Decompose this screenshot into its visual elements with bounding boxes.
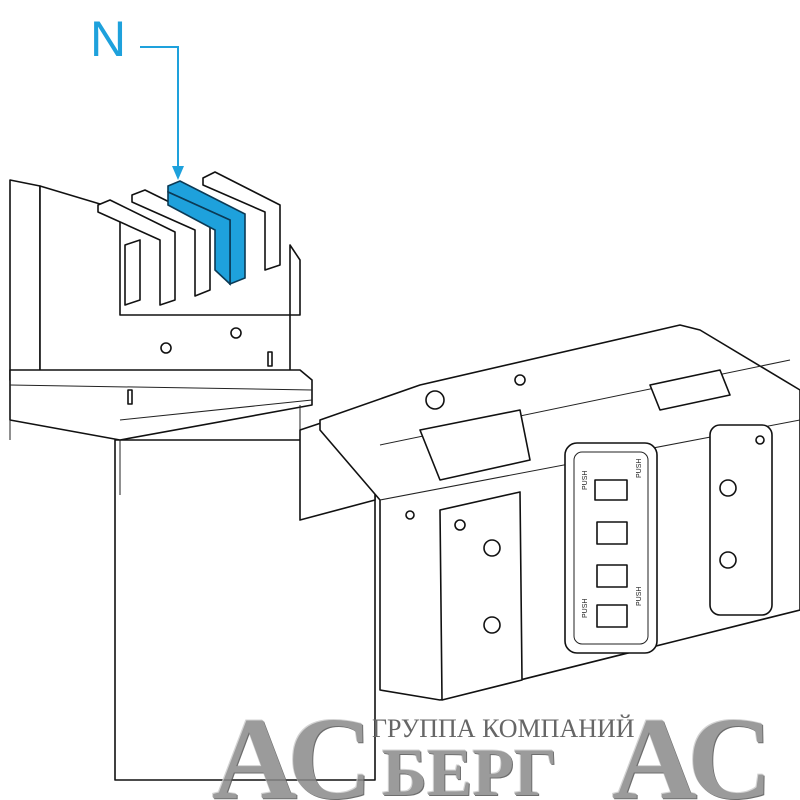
- busbar-trunk-housing: PUSH PUSH PUSH PUSH: [299, 324, 800, 701]
- watermark-group-text: ГРУППА КОМПАНИЙ: [372, 714, 635, 743]
- neutral-callout-arrow: [140, 46, 184, 180]
- watermark-logo: АС: [612, 693, 773, 800]
- push-label: PUSH: [582, 599, 589, 618]
- push-label: PUSH: [636, 459, 643, 478]
- push-cover: [564, 442, 658, 654]
- push-label: PUSH: [582, 471, 589, 490]
- push-label: PUSH: [636, 587, 643, 606]
- watermark-logo: АС: [212, 693, 373, 800]
- watermark-logo: БЕРГ: [382, 734, 558, 800]
- busbar-phase-3: [202, 171, 281, 271]
- busbar-neutral: [167, 180, 246, 286]
- neutral-label: N: [90, 11, 127, 67]
- feed-unit-head: [9, 179, 313, 495]
- busbar-phase-1: [97, 199, 176, 306]
